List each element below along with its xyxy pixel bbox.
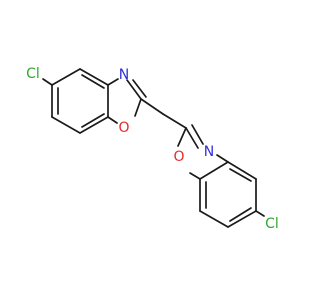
bond [79, 116, 109, 134]
bond [162, 113, 187, 129]
bond [199, 210, 229, 228]
bond [255, 210, 265, 217]
bond [227, 210, 257, 228]
bond [134, 98, 142, 117]
bond [51, 116, 81, 134]
bonds [42, 68, 265, 228]
bond [126, 79, 142, 100]
bond [191, 124, 204, 145]
bond [229, 168, 252, 182]
bond [227, 161, 257, 180]
bond [81, 113, 105, 128]
bond [81, 74, 105, 89]
bond [42, 78, 53, 86]
atom-o-right: O [173, 149, 184, 165]
background [0, 0, 300, 300]
atom-n-right: N [204, 144, 214, 160]
bond [199, 161, 229, 180]
bond [189, 172, 201, 180]
molecule-structure: Cl N O O N Cl [0, 0, 300, 300]
atom-labels: Cl N O O N Cl [26, 66, 279, 232]
atom-cl-right: Cl [265, 216, 279, 232]
bond [107, 116, 118, 124]
bond [79, 68, 109, 86]
bond [177, 127, 187, 147]
atom-cl-left: Cl [26, 66, 40, 82]
bond [185, 127, 199, 149]
bond [140, 98, 164, 115]
bond [132, 79, 147, 98]
bond [229, 207, 252, 222]
bond [216, 154, 229, 163]
atom-o-left: O [118, 120, 129, 136]
atom-n-left: N [119, 67, 129, 83]
bond [51, 68, 81, 86]
bond [107, 78, 119, 86]
